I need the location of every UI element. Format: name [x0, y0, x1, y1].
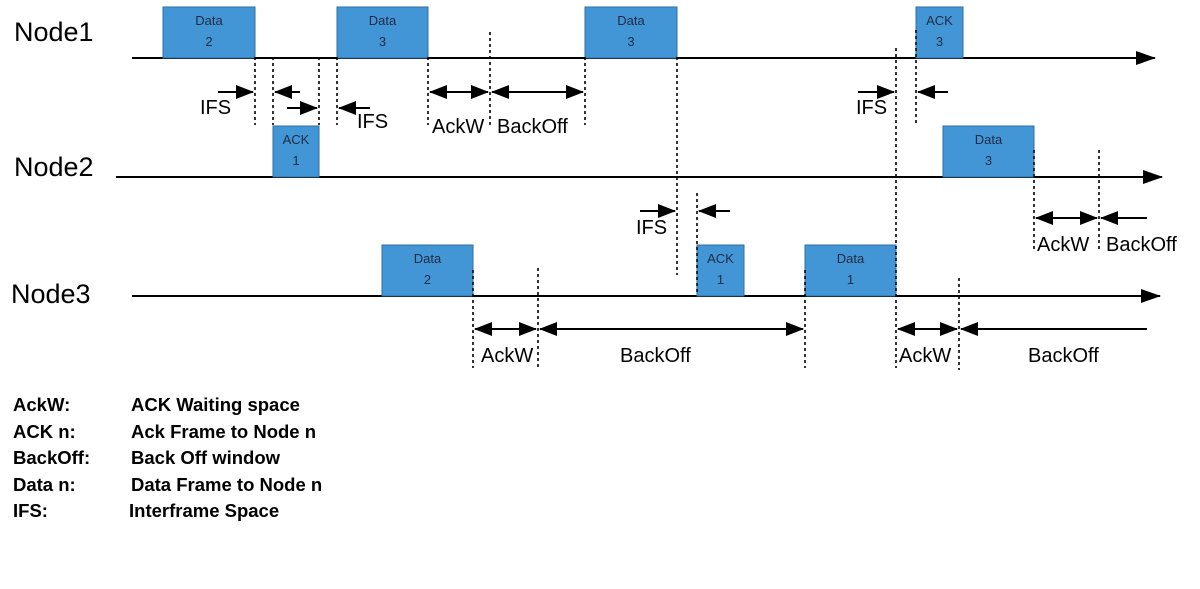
frame-type-label: Data: [617, 13, 645, 28]
frame-node-label: 3: [379, 34, 386, 49]
backoff-label: BackOff: [497, 116, 568, 138]
frame-rect: [381, 244, 474, 297]
frame-box: Data 3: [942, 125, 1035, 178]
legend-value: Back Off window: [131, 447, 281, 468]
legend-value: Interframe Space: [129, 500, 280, 521]
frame-box: ACK 1: [696, 244, 745, 297]
frame-box: ACK 1: [272, 125, 320, 178]
frame-node-label: 2: [205, 34, 212, 49]
backoff-label: BackOff: [620, 345, 691, 367]
legend-row: Data n: Data Frame to Node n: [13, 472, 322, 499]
legend-row: BackOff: Back Off window: [13, 445, 322, 472]
node-label-3: Node3: [11, 279, 91, 309]
frame-rect: [942, 125, 1035, 178]
ifs-label: IFS: [357, 111, 388, 133]
frame-rect: [804, 244, 897, 297]
frame-box: Data 2: [381, 244, 474, 297]
legend-key: Data n:: [13, 473, 76, 495]
legend-key: ACK n:: [13, 420, 76, 442]
ackw-label: AckW: [432, 116, 484, 138]
frame-box: ACK 3: [915, 6, 964, 59]
legend-value: Data Frame to Node n: [131, 473, 323, 495]
frame-node-label: 1: [847, 272, 854, 287]
frame-type-label: Data: [195, 13, 223, 28]
legend: AckW: ACK Waiting space ACK n: Ack Frame…: [13, 392, 322, 525]
frame-node-label: 3: [985, 153, 992, 168]
ifs-label: IFS: [856, 97, 887, 119]
frame-box: Data 3: [336, 6, 429, 59]
frame-box: Data 2: [162, 6, 256, 59]
ackw-label: AckW: [1037, 234, 1089, 256]
frame-rect: [162, 6, 256, 59]
ifs-label: IFS: [636, 217, 667, 239]
frame-type-label: Data: [837, 251, 865, 266]
frame-node-label: 3: [936, 34, 943, 49]
frame-node-label: 1: [292, 153, 299, 168]
ackw-label: AckW: [481, 345, 533, 367]
node-label-2: Node2: [14, 152, 94, 182]
frame-type-label: ACK: [707, 251, 734, 266]
frame-type-label: Data: [369, 13, 397, 28]
legend-key: IFS:: [13, 500, 48, 521]
legend-row: IFS: Interframe Space: [13, 498, 322, 525]
frame-rect: [584, 6, 678, 59]
backoff-label: BackOff: [1106, 234, 1177, 256]
legend-key: BackOff:: [13, 447, 91, 468]
frame-node-label: 3: [627, 34, 634, 49]
node-label-1: Node1: [14, 17, 94, 47]
frame-type-label: Data: [414, 251, 442, 266]
frame-type-label: ACK: [926, 13, 953, 28]
frame-rect: [915, 6, 964, 59]
legend-row: ACK n: Ack Frame to Node n: [13, 419, 322, 446]
frame-rect: [336, 6, 429, 59]
frame-type-label: ACK: [283, 132, 310, 147]
ackw-label: AckW: [899, 345, 951, 367]
legend-key: AckW:: [13, 394, 71, 415]
legend-row: AckW: ACK Waiting space: [13, 392, 322, 419]
legend-value: ACK Waiting space: [131, 394, 300, 415]
frame-node-label: 2: [424, 272, 431, 287]
frame-rect: [696, 244, 745, 297]
legend-value: Ack Frame to Node n: [131, 420, 317, 442]
frame-type-label: Data: [975, 132, 1003, 147]
ifs-label: IFS: [200, 97, 231, 119]
frame-box: Data 1: [804, 244, 897, 297]
backoff-label: BackOff: [1028, 345, 1099, 367]
frame-node-label: 1: [717, 272, 724, 287]
frame-box: Data 3: [584, 6, 678, 59]
frame-rect: [272, 125, 320, 178]
